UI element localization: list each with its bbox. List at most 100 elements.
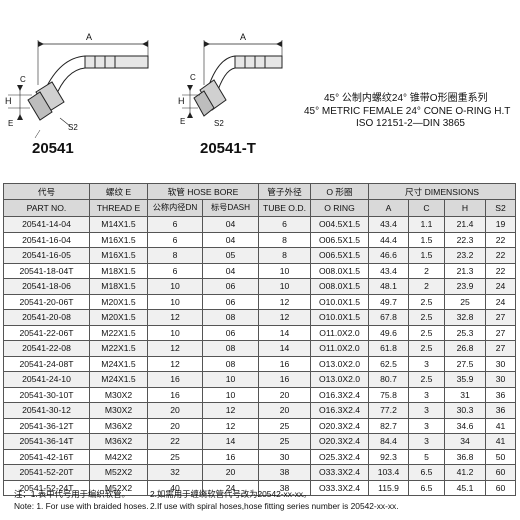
cell-dim-h: 21.4 [444,216,486,233]
cell-dim-s2: 36 [484,402,517,419]
cell-dim-a: 46.6 [368,247,409,264]
cell-part-no: 20541-30-12 [3,402,90,419]
cell-dim-s2: 24 [484,293,517,310]
cell-thread: M18X1.5 [89,262,148,279]
cell-dim-s2: 24 [484,278,517,295]
cell-dn: 20 [147,402,203,419]
cell-dash: 20 [202,464,259,481]
cell-dim-h: 22.3 [444,231,486,248]
cell-tube-od: 10 [258,262,311,279]
cell-dim-h: 23.2 [444,247,486,264]
drawing-20541 [8,40,149,139]
cell-part-no: 20541-24-08T [3,355,90,372]
cell-dash: 06 [202,324,259,341]
cell-part-no: 20541-20-06T [3,293,90,310]
cell-dim-a: 82.7 [368,417,409,434]
cell-part-no: 20541-24-10 [3,371,90,388]
cell-dash: 10 [202,386,259,403]
cell-thread: M16X1.5 [89,247,148,264]
header-dn: 公称内径DN [147,199,203,217]
cell-o-ring: O10.0X1.5 [310,293,369,310]
cell-o-ring: O08.0X1.5 [310,278,369,295]
cell-dn: 10 [147,324,203,341]
cell-dim-a: 92.3 [368,448,409,465]
cell-dim-a: 61.8 [368,340,409,357]
cell-dim-h: 34 [444,433,486,450]
cell-dim-s2: 22 [484,231,517,248]
cell-o-ring: O33.3X2.4 [310,479,369,496]
header-s2: S2 [484,199,517,217]
cell-dim-c: 2 [408,262,445,279]
cell-dn: 20 [147,417,203,434]
cell-o-ring: O06.5X1.5 [310,247,369,264]
cell-tube-od: 14 [258,324,311,341]
cell-dn: 40 [147,479,203,496]
dim-s2-label: S2 [68,123,78,132]
cell-part-no: 20541-30-10T [3,386,90,403]
cell-part-no: 20541-16-04 [3,231,90,248]
cell-dim-a: 62.5 [368,355,409,372]
cell-dim-s2: 60 [484,479,517,496]
dim-e-label: E [8,119,13,128]
cell-thread: M22X1.5 [89,324,148,341]
header-tube-cn: 管子外径 [258,183,311,200]
cell-dim-s2: 30 [484,371,517,388]
cell-tube-od: 14 [258,340,311,357]
cell-tube-od: 30 [258,448,311,465]
cell-dash: 10 [202,371,259,388]
cell-dash: 08 [202,355,259,372]
cell-dash: 06 [202,278,259,295]
cell-dim-h: 34.6 [444,417,486,434]
cell-dim-h: 27.5 [444,355,486,372]
cell-o-ring: O11.0X2.0 [310,340,369,357]
cell-tube-od: 8 [258,247,311,264]
dim-s2-label-t: S2 [214,119,224,128]
cell-dash: 16 [202,448,259,465]
cell-dn: 10 [147,293,203,310]
cell-thread: M20X1.5 [89,293,148,310]
cell-dim-c: 1.5 [408,247,445,264]
header-dimensions: 尺寸 DIMENSIONS [367,183,517,200]
cell-dash: 06 [202,293,259,310]
dim-e-label-t: E [180,117,185,126]
cell-dim-c: 3 [408,355,445,372]
cell-dim-c: 2.5 [408,371,445,388]
cell-tube-od: 25 [258,417,311,434]
cell-dim-a: 80.7 [368,371,409,388]
cell-part-no: 20541-18-04T [3,262,90,279]
header-part-cn: 代号 [3,183,90,200]
cell-dim-h: 30.3 [444,402,486,419]
cell-dim-c: 2.5 [408,324,445,341]
cell-part-no: 20541-22-08 [3,340,90,357]
cell-tube-od: 16 [258,371,311,388]
note-1-cn: 注：1.表中代号用于编织软管。 [14,489,130,499]
cell-dash: 04 [202,262,259,279]
cell-part-no: 20541-14-04 [3,216,90,233]
cell-dim-a: 43.4 [368,216,409,233]
cell-o-ring: O16.3X2.4 [310,386,369,403]
dim-h-label-t: H [178,96,185,106]
cell-tube-od: 20 [258,402,311,419]
dim-c-label-t: C [190,73,196,82]
cell-dim-a: 49.6 [368,324,409,341]
cell-dn: 12 [147,355,203,372]
cell-dim-s2: 41 [484,417,517,434]
cell-dn: 32 [147,464,203,481]
header-hose-bore: 软管 HOSE BORE [147,183,259,200]
cell-dim-h: 26.8 [444,340,486,357]
cell-o-ring: O08.0X1.5 [310,262,369,279]
cell-tube-od: 10 [258,278,311,295]
cell-dn: 16 [147,371,203,388]
cell-o-ring: O13.0X2.0 [310,355,369,372]
header-thread-en: THREAD E [89,199,148,217]
cell-o-ring: O16.3X2.4 [310,402,369,419]
